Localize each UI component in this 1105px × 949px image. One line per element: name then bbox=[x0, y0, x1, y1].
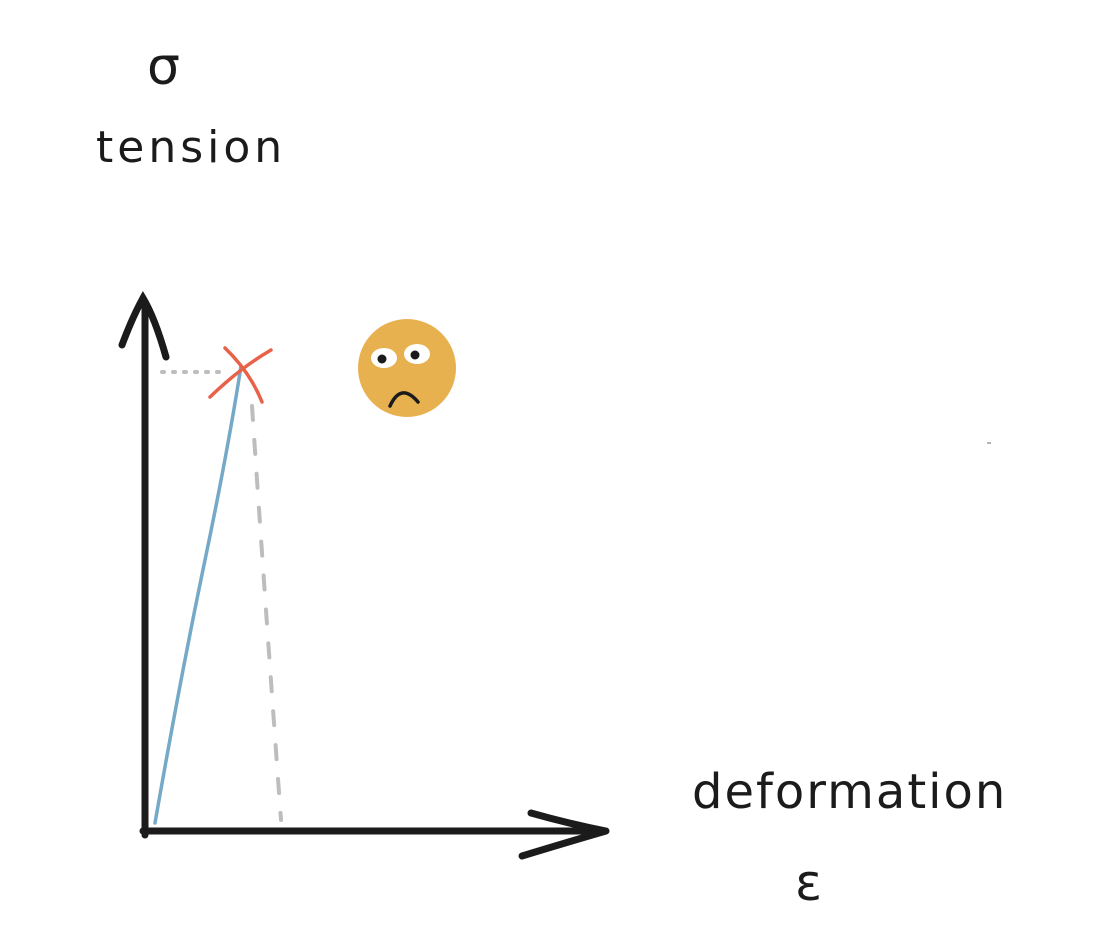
vertical-guide-line bbox=[250, 404, 283, 822]
y-axis-symbol: σ bbox=[147, 37, 180, 97]
y-axis-label: tension bbox=[96, 122, 286, 173]
x-axis bbox=[139, 809, 610, 860]
stress-strain-curve bbox=[153, 364, 243, 825]
x-axis-label: deformation bbox=[692, 764, 1007, 820]
x-axis-symbol: ε bbox=[795, 854, 822, 912]
y-axis-arrowhead bbox=[118, 290, 170, 361]
sad-face-icon bbox=[358, 319, 456, 417]
cross-mark-icon bbox=[208, 346, 273, 404]
guide-lines bbox=[160, 370, 283, 822]
x-axis-arrowhead bbox=[518, 809, 607, 860]
y-axis bbox=[118, 290, 170, 839]
